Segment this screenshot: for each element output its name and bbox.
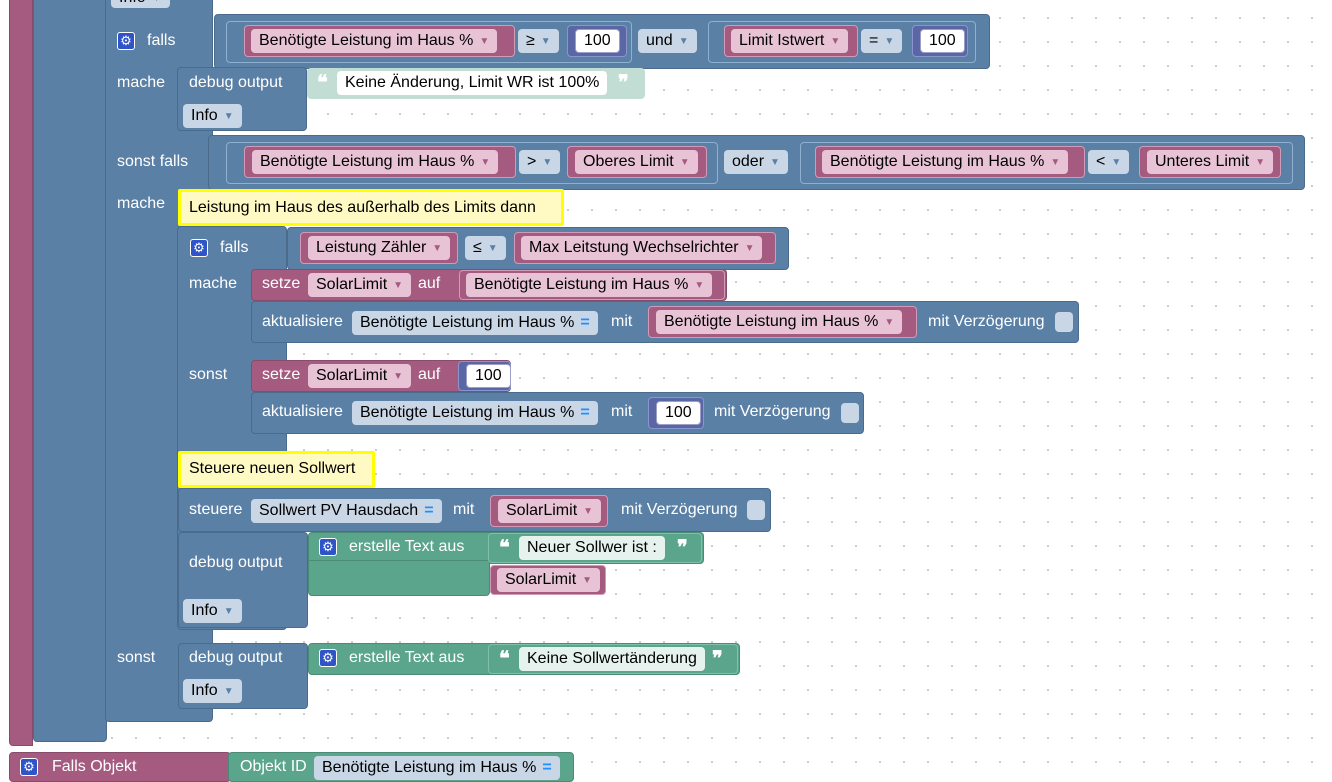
outer-trigger-block[interactable] bbox=[9, 0, 33, 746]
delay-checkbox[interactable] bbox=[747, 500, 765, 520]
open-quote-icon: ❝ bbox=[499, 648, 510, 670]
falls-label: falls bbox=[147, 32, 176, 49]
sonst-label: sonst bbox=[117, 649, 156, 666]
operator-dropdown[interactable]: >▼ bbox=[519, 150, 561, 174]
variable-dropdown[interactable]: Oberes Limit▼ bbox=[575, 150, 698, 174]
gear-icon[interactable]: ⚙ bbox=[190, 239, 208, 257]
variable-dropdown[interactable]: Max Leitstung Wechselrichter▼ bbox=[521, 236, 763, 260]
gear-icon[interactable]: ⚙ bbox=[319, 538, 337, 556]
variable-dropdown[interactable]: SolarLimit▼ bbox=[497, 568, 601, 592]
gear-icon[interactable]: ⚙ bbox=[319, 649, 337, 667]
delay-checkbox[interactable] bbox=[1055, 312, 1073, 332]
mache-label: mache bbox=[189, 275, 238, 292]
number-field[interactable]: 100 bbox=[920, 29, 965, 53]
mit-label: mit bbox=[611, 403, 633, 420]
mit-verzoegerung-label: mit Verzögerung bbox=[928, 313, 1045, 330]
text-join-block-body bbox=[308, 560, 490, 596]
steuere-label: steuere bbox=[189, 501, 243, 518]
variable-dropdown[interactable]: Benötigte Leistung im Haus %▼ bbox=[251, 29, 498, 53]
log-level-select[interactable]: Info▼ bbox=[183, 599, 242, 623]
mache-label: mache bbox=[117, 74, 166, 91]
string-field[interactable]: Neuer Sollwer ist : bbox=[519, 536, 665, 560]
close-quote-icon: ❞ bbox=[712, 648, 723, 670]
falls-objekt-label: Falls Objekt bbox=[52, 758, 137, 775]
erstelle-text-label: erstelle Text aus bbox=[349, 538, 465, 555]
variable-dropdown[interactable]: Benötigte Leistung im Haus %▼ bbox=[466, 273, 713, 297]
mache-label: mache bbox=[117, 195, 166, 212]
operator-dropdown[interactable]: ≥▼ bbox=[518, 29, 559, 53]
variable-dropdown[interactable]: SolarLimit▼ bbox=[308, 273, 412, 297]
mit-label: mit bbox=[453, 501, 475, 518]
open-quote-icon: ❝ bbox=[317, 72, 328, 94]
objekt-id-label: Objekt ID bbox=[240, 758, 307, 775]
string-field[interactable]: Keine Änderung, Limit WR ist 100% bbox=[337, 71, 608, 95]
variable-dropdown[interactable]: Leistung Zähler▼ bbox=[308, 236, 451, 260]
log-level-select-top[interactable]: Info▼ bbox=[111, 0, 170, 8]
comment-text: Leistung im Haus des außerhalb des Limit… bbox=[189, 199, 536, 216]
variable-dropdown[interactable]: Unteres Limit▼ bbox=[1147, 150, 1274, 174]
log-level-select[interactable]: Info▼ bbox=[183, 679, 242, 703]
comment-text: Steuere neuen Sollwert bbox=[189, 460, 356, 477]
variable-dropdown[interactable]: Benötigte Leistung im Haus %▼ bbox=[822, 150, 1069, 174]
gear-icon[interactable]: ⚙ bbox=[117, 32, 135, 50]
debug-output-label: debug output bbox=[189, 74, 283, 91]
number-field[interactable]: 100 bbox=[466, 364, 511, 388]
mit-verzoegerung-label: mit Verzögerung bbox=[714, 403, 831, 420]
sonst-falls-label: sonst falls bbox=[117, 153, 189, 170]
debug-output-block[interactable] bbox=[177, 67, 307, 131]
and-dropdown[interactable]: und▼ bbox=[638, 29, 697, 53]
auf-label: auf bbox=[418, 366, 441, 383]
outer-logic-block[interactable] bbox=[33, 0, 107, 742]
string-field[interactable]: Keine Sollwertänderung bbox=[519, 647, 705, 671]
object-dropdown[interactable]: Benötigte Leistung im Haus %= bbox=[352, 311, 598, 335]
sonst-label: sonst bbox=[189, 366, 228, 383]
variable-dropdown[interactable]: Benötigte Leistung im Haus %▼ bbox=[252, 150, 499, 174]
object-dropdown[interactable]: Benötigte Leistung im Haus %= bbox=[352, 401, 598, 425]
aktualisiere-label: aktualisiere bbox=[262, 313, 343, 330]
auf-label: auf bbox=[418, 275, 441, 292]
number-field[interactable]: 100 bbox=[656, 401, 701, 425]
setze-label: setze bbox=[262, 366, 301, 383]
open-quote-icon: ❝ bbox=[499, 537, 510, 559]
object-dropdown[interactable]: Benötigte Leistung im Haus %= bbox=[314, 756, 560, 780]
setze-label: setze bbox=[262, 275, 301, 292]
mit-verzoegerung-label: mit Verzögerung bbox=[621, 501, 738, 518]
number-field[interactable]: 100 bbox=[575, 29, 620, 53]
operator-dropdown[interactable]: =▼ bbox=[861, 29, 903, 53]
log-level-select[interactable]: Info▼ bbox=[183, 104, 242, 128]
object-dropdown[interactable]: Sollwert PV Hausdach= bbox=[251, 499, 442, 523]
debug-output-label: debug output bbox=[189, 554, 283, 571]
operator-dropdown[interactable]: ≤▼ bbox=[465, 236, 506, 260]
variable-dropdown[interactable]: SolarLimit▼ bbox=[498, 499, 602, 523]
falls-label: falls bbox=[220, 239, 249, 256]
close-quote-icon: ❞ bbox=[677, 537, 688, 559]
or-dropdown[interactable]: oder▼ bbox=[724, 150, 788, 174]
variable-dropdown[interactable]: Benötigte Leistung im Haus %▼ bbox=[656, 310, 903, 334]
operator-dropdown[interactable]: <▼ bbox=[1088, 150, 1130, 174]
aktualisiere-label: aktualisiere bbox=[262, 403, 343, 420]
close-quote-icon: ❞ bbox=[618, 72, 629, 94]
mit-label: mit bbox=[611, 313, 633, 330]
erstelle-text-label: erstelle Text aus bbox=[349, 649, 465, 666]
gear-icon[interactable]: ⚙ bbox=[20, 758, 38, 776]
variable-dropdown[interactable]: SolarLimit▼ bbox=[308, 364, 412, 388]
comment-block[interactable] bbox=[178, 189, 564, 226]
variable-dropdown[interactable]: Limit Istwert▼ bbox=[731, 29, 849, 53]
debug-output-label: debug output bbox=[189, 649, 283, 666]
comment-block[interactable] bbox=[178, 451, 375, 488]
delay-checkbox[interactable] bbox=[841, 403, 859, 423]
